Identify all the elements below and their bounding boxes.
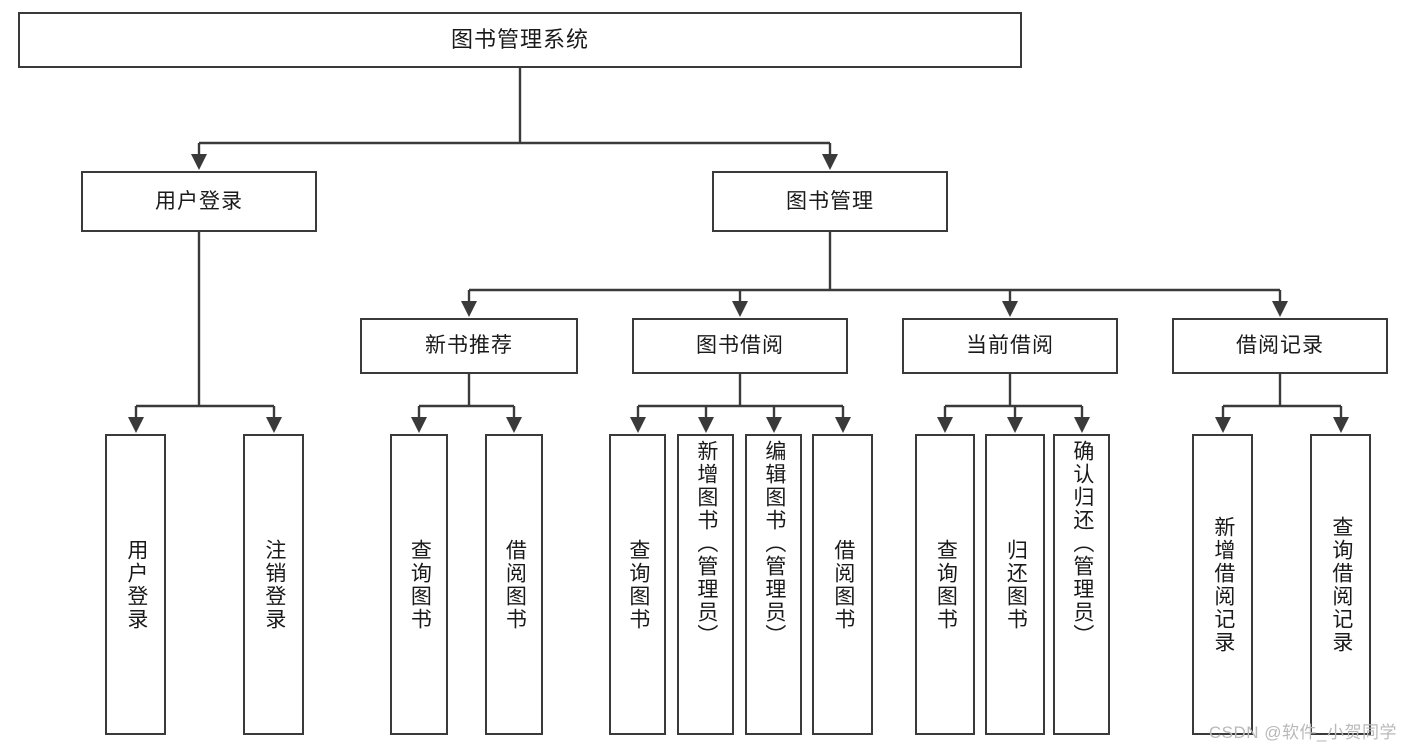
node-label: 新增借阅记录 bbox=[1211, 515, 1235, 654]
node-leaf-query-borrow-rec[interactable]: 查询借阅记录 bbox=[1310, 434, 1371, 735]
arrowhead-icon bbox=[1074, 417, 1090, 433]
node-root[interactable]: 图书管理系统 bbox=[18, 12, 1022, 68]
node-book-borrow[interactable]: 图书借阅 bbox=[632, 318, 848, 374]
node-leaf-confirm-return[interactable]: 确认归还（管理员） bbox=[1053, 434, 1110, 735]
node-leaf-query-book-rec[interactable]: 查询图书 bbox=[390, 434, 448, 735]
arrowhead-icon bbox=[411, 417, 427, 433]
node-label: 图书管理 bbox=[786, 189, 874, 213]
node-new-book-rec[interactable]: 新书推荐 bbox=[360, 318, 578, 374]
node-label: 新书推荐 bbox=[425, 334, 513, 358]
arrowhead-icon bbox=[1215, 417, 1231, 433]
node-label: 归还图书 bbox=[1004, 538, 1028, 631]
node-book-manage[interactable]: 图书管理 bbox=[712, 171, 948, 232]
node-leaf-edit-book-admin[interactable]: 编辑图书（管理员） bbox=[745, 434, 802, 735]
node-label: 新增图书（管理员） bbox=[694, 440, 718, 647]
node-label: 查询图书 bbox=[626, 538, 650, 631]
node-leaf-query-book-cur[interactable]: 查询图书 bbox=[915, 434, 975, 735]
node-leaf-logout[interactable]: 注销登录 bbox=[243, 434, 304, 735]
arrowhead-icon bbox=[191, 154, 207, 170]
arrowhead-icon bbox=[1272, 301, 1288, 317]
node-current-borrow[interactable]: 当前借阅 bbox=[902, 318, 1118, 374]
arrowhead-icon bbox=[937, 417, 953, 433]
node-label: 查询图书 bbox=[934, 538, 958, 631]
arrowhead-icon bbox=[461, 301, 477, 317]
arrowhead-icon bbox=[506, 417, 522, 433]
arrowhead-icon bbox=[630, 417, 646, 433]
watermark-text: CSDN @软件_小贺同学 bbox=[1208, 723, 1397, 742]
node-label: 图书借阅 bbox=[696, 334, 784, 358]
node-label: 注销登录 bbox=[262, 538, 286, 631]
node-label: 借阅记录 bbox=[1236, 334, 1324, 358]
arrowhead-icon bbox=[698, 417, 714, 433]
arrowhead-icon bbox=[1333, 417, 1349, 433]
arrowhead-icon bbox=[835, 417, 851, 433]
arrowhead-icon bbox=[732, 301, 748, 317]
arrowhead-icon bbox=[766, 417, 782, 433]
node-leaf-add-book-admin[interactable]: 新增图书（管理员） bbox=[677, 434, 734, 735]
node-label: 查询图书 bbox=[408, 538, 432, 631]
node-label: 确认归还（管理员） bbox=[1070, 440, 1094, 647]
node-leaf-return-book[interactable]: 归还图书 bbox=[985, 434, 1045, 735]
node-leaf-query-book-bor[interactable]: 查询图书 bbox=[609, 434, 666, 735]
node-label: 查询借阅记录 bbox=[1329, 515, 1353, 654]
node-label: 当前借阅 bbox=[966, 334, 1054, 358]
node-leaf-user-login[interactable]: 用户登录 bbox=[105, 434, 166, 735]
node-leaf-add-borrow-rec[interactable]: 新增借阅记录 bbox=[1192, 434, 1253, 735]
arrowhead-icon bbox=[266, 417, 282, 433]
node-leaf-borrow-book-bor[interactable]: 借阅图书 bbox=[812, 434, 873, 735]
arrowhead-icon bbox=[1007, 417, 1023, 433]
node-label: 编辑图书（管理员） bbox=[762, 440, 786, 647]
arrowhead-icon bbox=[822, 154, 838, 170]
node-label: 用户登录 bbox=[124, 538, 148, 631]
node-label: 借阅图书 bbox=[831, 538, 855, 631]
arrowhead-icon bbox=[128, 417, 144, 433]
node-borrow-record[interactable]: 借阅记录 bbox=[1172, 318, 1388, 374]
node-label: 用户登录 bbox=[155, 189, 243, 213]
arrowhead-icon bbox=[1002, 301, 1018, 317]
node-user-login[interactable]: 用户登录 bbox=[81, 171, 317, 232]
node-label: 图书管理系统 bbox=[450, 26, 589, 52]
node-label: 借阅图书 bbox=[503, 538, 527, 631]
node-leaf-borrow-book-rec[interactable]: 借阅图书 bbox=[485, 434, 543, 735]
